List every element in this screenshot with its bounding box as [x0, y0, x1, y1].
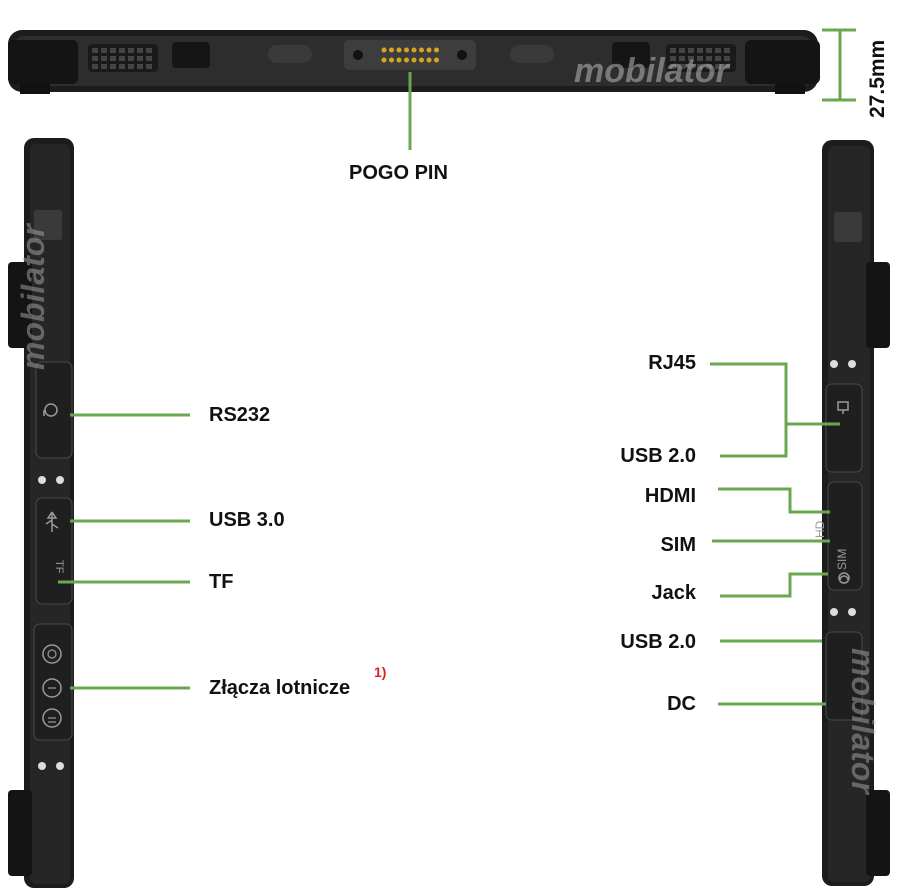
right-watermark: mobilator	[845, 648, 881, 795]
pogo-pin-contacts	[381, 47, 439, 63]
rj45-label: RJ45	[648, 352, 696, 374]
top-view-device	[8, 30, 820, 94]
left-leaders	[58, 413, 190, 690]
dimension-label: 27.5mm	[866, 39, 889, 118]
tf-engraving: TF	[53, 560, 65, 574]
network-icon	[837, 401, 849, 414]
right-side-device	[822, 140, 890, 886]
top-grille-holes	[92, 48, 730, 69]
aviation-connectors-label: Złącza lotnicze	[209, 677, 351, 699]
rs232-label: RS232	[209, 404, 271, 426]
headphone-icon	[839, 575, 849, 581]
top-watermark: mobilator	[574, 52, 731, 90]
right-leaders	[710, 362, 840, 706]
usb3-label: USB 3.0	[209, 509, 285, 531]
footnote-marker: 1)	[374, 664, 387, 680]
jack-label: Jack	[651, 582, 697, 604]
aviation-connector-icon	[47, 649, 57, 723]
dimension-bracket	[822, 28, 856, 102]
tf-label: TF	[209, 571, 234, 593]
usb2-bottom-label: USB 2.0	[620, 631, 696, 653]
hd-engraving: HD	[813, 520, 827, 538]
dc-label: DC	[667, 693, 696, 715]
usb2-top-label: USB 2.0	[620, 445, 696, 467]
hdmi-label: HDMI	[644, 485, 696, 507]
sim-label: SIM	[660, 534, 696, 556]
pogo-pin-label: POGO PIN	[349, 162, 448, 184]
usb-icon	[45, 511, 59, 532]
left-watermark: mobilator	[15, 223, 51, 370]
sim-engraving: SIM	[835, 549, 849, 570]
